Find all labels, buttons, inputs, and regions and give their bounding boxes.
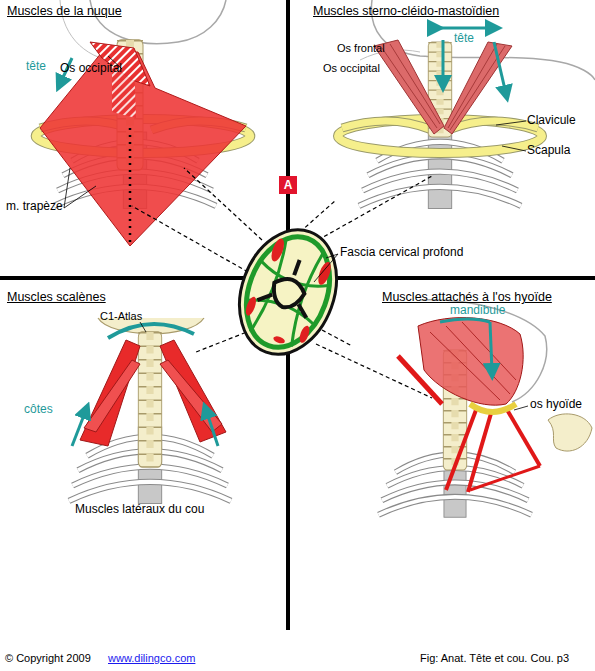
copyright-note: © Copyright 2009 bbox=[5, 652, 91, 665]
muscle-label: m. trapèze bbox=[6, 200, 63, 214]
movement-label: mandibule bbox=[450, 304, 505, 318]
cervical-spine bbox=[138, 332, 161, 467]
scm-panel bbox=[338, 0, 595, 209]
fascia-label: Fascia cervical profond bbox=[340, 246, 463, 260]
guide-line bbox=[184, 168, 262, 240]
vertebra-processes bbox=[257, 251, 324, 318]
neck-cross-section bbox=[223, 216, 353, 368]
neck-outline bbox=[223, 216, 353, 368]
guide-lines bbox=[132, 168, 432, 398]
flexion-arrow bbox=[442, 40, 445, 84]
muscle-section bbox=[269, 237, 287, 263]
bone-label: Os occipital bbox=[60, 62, 122, 76]
rib-elevation-arrow bbox=[72, 410, 86, 446]
muscle-section bbox=[298, 324, 312, 344]
guide-line bbox=[316, 344, 432, 398]
leader-line bbox=[64, 186, 96, 208]
figure-caption: Fig: Anat. Tête et cou. Cou. p3 bbox=[420, 652, 569, 665]
scalene-muscle bbox=[160, 360, 222, 432]
midline-dotted bbox=[129, 128, 132, 242]
omohyoid-muscle bbox=[470, 466, 540, 490]
rib-cage bbox=[359, 132, 521, 209]
guide-line bbox=[318, 176, 432, 240]
leader-line bbox=[140, 322, 146, 332]
website-link: www.dilingco.com bbox=[108, 652, 195, 665]
scalene-panel bbox=[69, 318, 231, 504]
infrahyoid-muscle bbox=[468, 410, 492, 492]
bone-label: Clavicule bbox=[527, 114, 576, 128]
section-marker: A bbox=[279, 176, 297, 194]
hyoid-detail bbox=[548, 414, 592, 451]
panel-heading: Muscles attachés à l'os hyoïde bbox=[382, 290, 552, 304]
scalene-muscle bbox=[160, 340, 226, 442]
scalene-muscle bbox=[80, 340, 140, 446]
muscle-section bbox=[244, 295, 258, 317]
flexion-arrow bbox=[494, 42, 506, 94]
leader-line bbox=[64, 168, 70, 208]
leader-line bbox=[514, 406, 528, 410]
muscle-fibres bbox=[430, 322, 516, 400]
fascia-superficial bbox=[232, 225, 344, 359]
hyoid-bone bbox=[470, 404, 516, 412]
bone-label: C1-Atlas bbox=[100, 310, 142, 323]
nuchal-panel bbox=[36, 0, 250, 246]
panel-heading: Muscles sterno-cléido-mastoïdien bbox=[313, 4, 499, 18]
leader-line bbox=[502, 146, 526, 151]
fascia-deep bbox=[237, 233, 339, 352]
leader-line bbox=[496, 121, 526, 125]
guide-line bbox=[322, 330, 352, 346]
stylohyoid-muscle bbox=[398, 356, 442, 404]
rotation-arrow bbox=[436, 27, 494, 30]
panel-heading: Muscles scalènes bbox=[7, 290, 106, 304]
muscle-section bbox=[316, 260, 334, 286]
guide-line bbox=[132, 206, 248, 272]
panel-subtitle: Muscles latéraux du cou bbox=[75, 503, 204, 517]
mandible-arrow bbox=[490, 322, 492, 372]
leader-line bbox=[314, 254, 338, 282]
muscle-section bbox=[272, 335, 285, 345]
marker-letter: A bbox=[284, 178, 293, 192]
bone-label: Os frontal bbox=[337, 42, 385, 55]
bone-label: os hyoïde bbox=[530, 398, 582, 412]
mandible-arrow-line bbox=[440, 319, 490, 322]
scalene-muscle bbox=[84, 360, 140, 432]
panel-heading: Muscles de la nuque bbox=[7, 4, 122, 18]
hyoid-panel bbox=[379, 300, 593, 517]
guide-line bbox=[196, 330, 252, 352]
omohyoid-muscle bbox=[506, 408, 540, 466]
bone-label: Scapula bbox=[527, 144, 570, 158]
movement-label: tête bbox=[26, 60, 46, 74]
rib-elevation-arrow bbox=[206, 410, 218, 446]
movement-label: tête bbox=[454, 32, 474, 46]
bone-label: Os occipital bbox=[323, 62, 380, 75]
guide-line bbox=[300, 200, 336, 232]
movement-label: côtes bbox=[24, 403, 53, 417]
